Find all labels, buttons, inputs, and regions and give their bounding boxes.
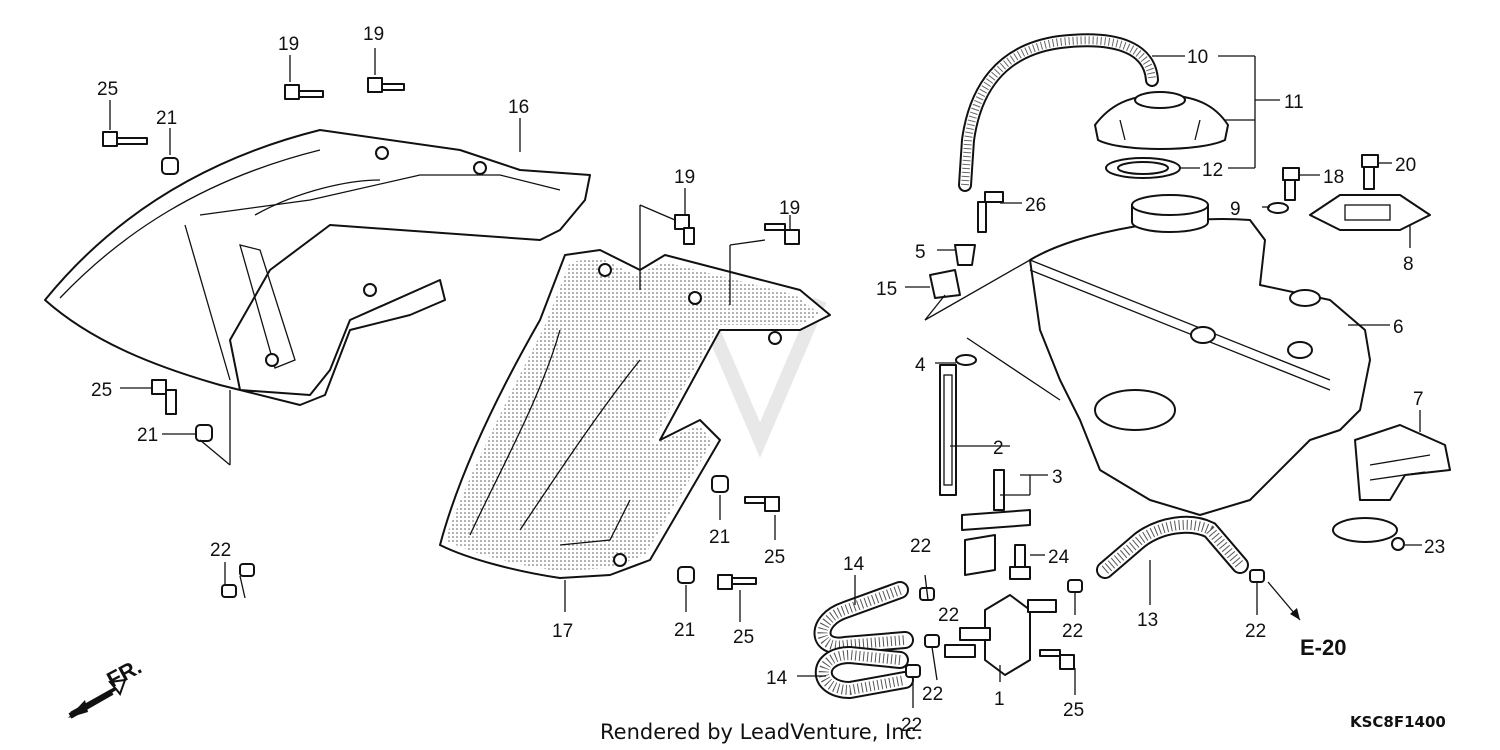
o-ring-4 <box>955 354 977 366</box>
callout-26: 26 <box>1025 195 1046 216</box>
callout-13: 13 <box>1137 610 1158 631</box>
callout-22-a: 22 <box>910 536 931 557</box>
callout-14-lower: 14 <box>766 668 788 689</box>
callout-19-c: 19 <box>674 167 695 188</box>
callout-12: 12 <box>1202 160 1223 181</box>
band-23 <box>1332 517 1405 551</box>
callout-18: 18 <box>1323 167 1344 188</box>
callout-9: 9 <box>1230 199 1241 220</box>
callout-22-c: 22 <box>922 684 943 705</box>
callout-20: 20 <box>1395 155 1416 176</box>
callout-11: 11 <box>1284 92 1304 113</box>
callout-23: 23 <box>1424 537 1445 558</box>
callout-25-low: 25 <box>733 627 754 648</box>
callout-15: 15 <box>876 279 897 300</box>
callout-labels: 10 11 12 26 5 15 4 6 9 18 20 8 7 23 2 3 … <box>91 24 1445 736</box>
callout-25-mid: 25 <box>764 547 785 568</box>
callout-24: 24 <box>1048 547 1070 568</box>
callout-21-low: 21 <box>674 620 695 641</box>
callout-25-top: 25 <box>97 79 118 100</box>
callout-22-e: 22 <box>1062 621 1083 642</box>
bolt-26 <box>977 191 1004 233</box>
callout-6: 6 <box>1393 317 1404 338</box>
cushion-7 <box>1354 424 1451 501</box>
rubber-15 <box>929 269 961 299</box>
bolt-20 <box>1361 154 1379 190</box>
callout-14-upper: 14 <box>843 554 865 575</box>
fuel-joint <box>961 469 1031 576</box>
right-radiator-shroud <box>439 249 831 579</box>
front-label: FR. <box>103 654 146 693</box>
fuel-valve <box>944 594 1057 676</box>
tank-cap <box>1094 91 1229 150</box>
reference-e20: E-20 <box>1300 635 1346 660</box>
diagram-code: KSC8F1400 <box>1350 713 1446 731</box>
fuel-tank <box>1029 194 1371 516</box>
fuel-hoses-14 <box>813 581 914 700</box>
callout-10: 10 <box>1187 47 1208 68</box>
bolt-24 <box>1009 544 1031 580</box>
bolt-18 <box>1282 167 1300 201</box>
callout-5: 5 <box>915 242 926 263</box>
leader-lines <box>109 48 1422 708</box>
callout-3: 3 <box>1052 467 1063 488</box>
callout-19-a: 19 <box>278 34 299 55</box>
callout-17: 17 <box>552 621 573 642</box>
watermark <box>693 297 827 458</box>
fuel-hose-13 <box>1096 515 1249 579</box>
callout-2: 2 <box>993 438 1004 459</box>
collar-5 <box>954 244 976 266</box>
left-radiator-shroud <box>44 129 591 406</box>
callout-7: 7 <box>1413 389 1424 410</box>
front-direction-indicator: FR. <box>68 654 146 719</box>
breather-tube <box>958 33 1159 192</box>
callout-4: 4 <box>915 355 926 376</box>
cap-gasket <box>1105 157 1181 179</box>
fuel-strainer <box>939 364 957 496</box>
callout-19-d: 19 <box>779 198 800 219</box>
callout-25-left: 25 <box>91 380 112 401</box>
callout-1: 1 <box>994 689 1005 710</box>
callout-21-left: 21 <box>137 425 158 446</box>
callout-19-b: 19 <box>363 24 384 45</box>
callout-22-f: 22 <box>1245 621 1266 642</box>
callout-22-d: 22 <box>901 715 922 736</box>
callout-16: 16 <box>508 97 529 118</box>
washer-9 <box>1267 202 1289 214</box>
shroud-bolts <box>102 77 1075 670</box>
callout-21-mid: 21 <box>709 527 730 548</box>
callout-22-b: 22 <box>938 605 959 626</box>
callout-21-top: 21 <box>156 108 177 129</box>
footer-credit: Rendered by LeadVenture, Inc. <box>600 720 923 744</box>
bracket-8 <box>1309 194 1431 231</box>
callout-22-left-a: 22 <box>210 540 231 561</box>
callout-8: 8 <box>1403 254 1414 275</box>
callout-25-valve: 25 <box>1063 700 1084 721</box>
